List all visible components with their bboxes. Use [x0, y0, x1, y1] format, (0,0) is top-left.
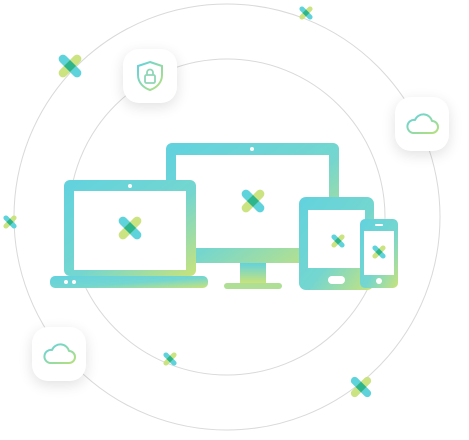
x-logo-icon — [298, 5, 314, 21]
phone-icon — [360, 219, 398, 288]
x-logo-icon — [2, 214, 18, 230]
laptop-icon — [50, 180, 208, 288]
security-badge — [123, 49, 177, 103]
monitor-icon — [166, 143, 339, 289]
cloud-icon — [406, 113, 439, 134]
x-logo-icon — [349, 375, 373, 399]
cloud-badge-left — [32, 327, 86, 381]
tablet-icon — [299, 197, 374, 290]
x-logo-icon — [56, 52, 84, 80]
cloud-icon — [43, 343, 76, 364]
shield-lock-icon — [137, 60, 163, 92]
cloud-badge-right — [395, 97, 449, 151]
